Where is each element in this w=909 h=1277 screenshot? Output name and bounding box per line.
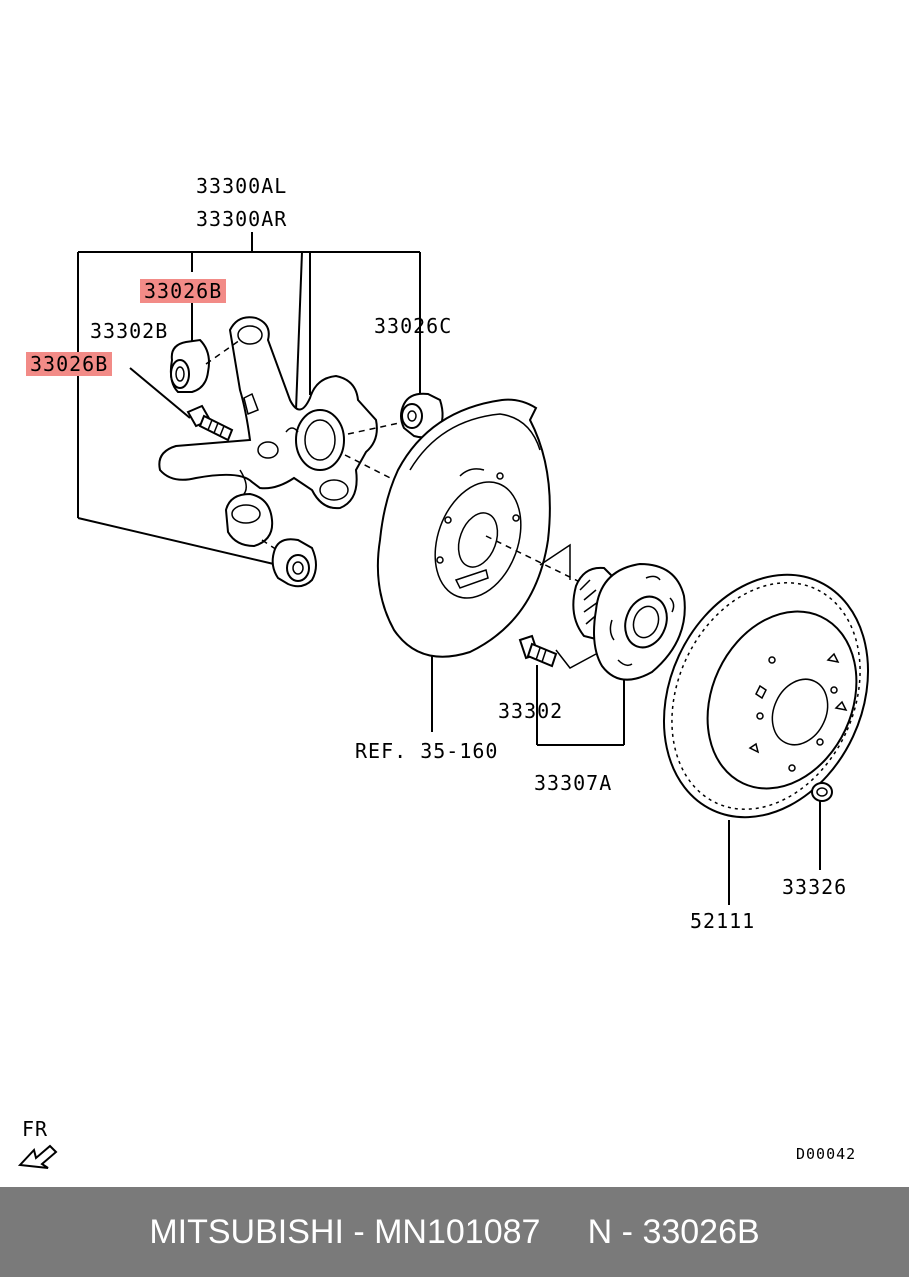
drawing-code: D00042 bbox=[796, 1145, 857, 1163]
label-33026b-upper: 33026B bbox=[140, 279, 227, 303]
label-33026c: 33026C bbox=[374, 314, 453, 338]
parts-diagram: 33300AL 33300AR 33026B 33302B 33026B 330… bbox=[17, 174, 870, 1169]
label-33026b-left: 33026B bbox=[26, 352, 113, 376]
label-33300al: 33300AL bbox=[196, 174, 288, 198]
label-33326: 33326 bbox=[782, 875, 848, 899]
part-number-footer: MITSUBISHI - MN101087 N - 33026B bbox=[0, 1187, 909, 1277]
upper-bushing bbox=[169, 338, 210, 393]
bushing-33026c bbox=[400, 392, 444, 439]
label-reference: REF. 35-160 bbox=[355, 739, 499, 763]
leader-lines bbox=[129, 302, 821, 905]
hub-assembly bbox=[572, 562, 686, 681]
backing-plate bbox=[376, 398, 551, 658]
label-33300ar: 33300AR bbox=[196, 207, 288, 231]
front-arrow-icon bbox=[17, 1144, 58, 1169]
diagram-drawing bbox=[17, 232, 870, 1169]
nut bbox=[811, 782, 833, 802]
label-33302: 33302 bbox=[498, 699, 564, 723]
brake-disc bbox=[662, 573, 870, 819]
label-fr: FR bbox=[22, 1117, 49, 1141]
label-33307a: 33307A bbox=[534, 771, 613, 795]
lower-bushing bbox=[271, 538, 317, 588]
label-52111: 52111 bbox=[690, 909, 756, 933]
knuckle bbox=[158, 316, 378, 548]
hub-bolt bbox=[518, 634, 558, 668]
knuckle-bracket bbox=[77, 232, 421, 566]
label-33302b: 33302B bbox=[90, 319, 169, 343]
bolt-33302b bbox=[186, 404, 234, 442]
